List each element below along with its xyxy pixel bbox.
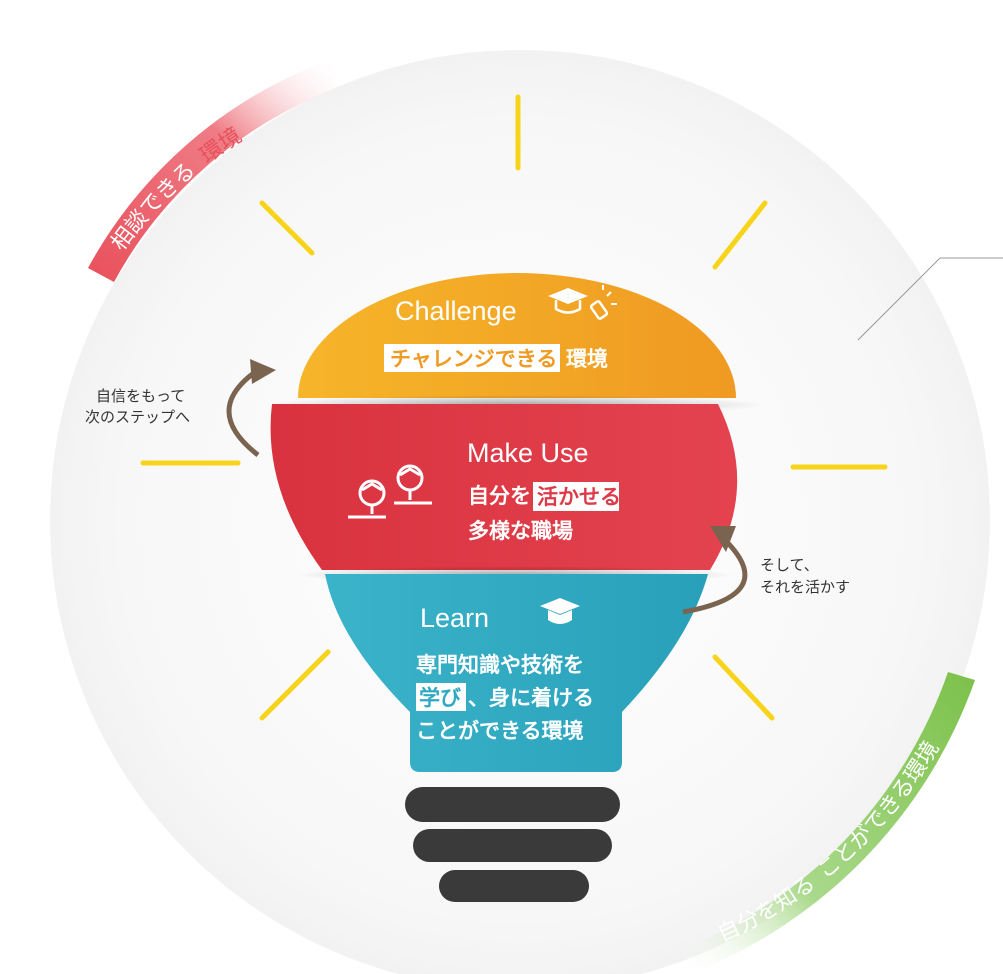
learn-line3: ことができる環境	[416, 719, 584, 743]
challenge-tail-text: 環境	[566, 347, 608, 371]
make-use-line1-highlight: 活かせる	[537, 485, 621, 509]
bulb-base-cap	[439, 870, 589, 902]
learn-line2-tail: 、身に着ける	[468, 686, 594, 710]
right-cycle-arrow	[682, 526, 748, 615]
decorative-line	[857, 257, 1003, 341]
challenge-highlight-text: チャレンジできる	[390, 347, 557, 371]
make-use-title: Make Use	[467, 438, 589, 468]
make-use-section: Make Use 自分を 活かせる 多様な職場	[270, 404, 738, 584]
make-use-band	[270, 404, 738, 570]
learn-line2-highlight: 学び	[419, 686, 461, 710]
left-note-line1: 自信をもって	[96, 387, 185, 405]
learn-line1: 専門知識や技術を	[416, 653, 584, 677]
bottom-right-arc-band	[680, 672, 975, 974]
ray-bottom-left	[259, 649, 331, 721]
bulb-base-ring-2	[413, 829, 612, 862]
graduate-flashlight-icon	[548, 285, 617, 320]
make-use-line2: 多様な職場	[468, 519, 573, 543]
bulb-base-ring-1	[405, 787, 620, 822]
graduates-on-pins-icon	[348, 464, 432, 519]
learn-neck	[325, 574, 708, 772]
learn-highlight-box	[416, 683, 466, 711]
left-note-line2: 次のステップへ	[85, 408, 190, 426]
right-note-line2: それを活かす	[760, 578, 850, 596]
challenge-title: Challenge	[395, 296, 517, 326]
left-cycle-arrow	[226, 359, 276, 457]
top-left-arc-band	[88, 60, 338, 282]
learn-section: Learn 専門知識や技術を 学び 、身に着ける ことができる環境	[325, 574, 708, 772]
ray-top-left	[259, 200, 315, 256]
make-use-line1-pre: 自分を	[468, 484, 531, 508]
graduate-cap-icon	[540, 598, 580, 624]
challenge-highlight-box	[384, 344, 560, 372]
make-use-highlight-box	[533, 482, 619, 511]
learn-title: Learn	[420, 603, 489, 633]
bulb-base	[405, 787, 620, 902]
light-rays	[140, 94, 888, 721]
ray-top-right	[712, 200, 768, 270]
ray-bottom-right	[712, 654, 775, 721]
right-note-line1: そして、	[760, 556, 819, 574]
